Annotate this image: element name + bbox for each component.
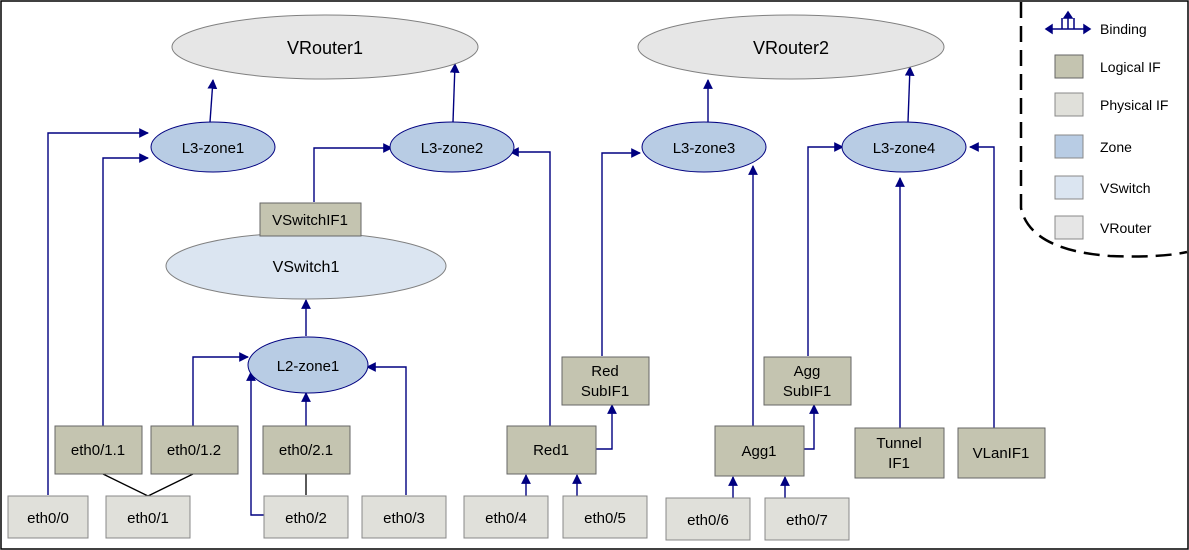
vlanif1-label: VLanIF1 xyxy=(973,445,1030,462)
vswitchif1: VSwitchIF1 xyxy=(259,202,362,237)
physical-if-eth0-5: eth0/5 xyxy=(562,495,648,539)
arrow-eth00-to-l3zone1 xyxy=(47,128,149,495)
eth0-1-2-label: eth0/1.2 xyxy=(167,442,221,459)
legend-zone: Zone xyxy=(1054,134,1132,159)
vswitchif1-label: VSwitchIF1 xyxy=(272,212,348,229)
vswitch1-label: VSwitch1 xyxy=(273,259,340,276)
tunnel-if1-label-line2: IF1 xyxy=(888,455,910,472)
arrow-l3zone2-to-vrouter1 xyxy=(449,63,460,123)
physical-if-eth0-2: eth0/2 xyxy=(263,495,349,539)
l3-zone4-label: L3-zone4 xyxy=(873,140,936,157)
logical-if-red1: Red1 xyxy=(506,425,597,475)
physical-if-eth0-7: eth0/7 xyxy=(764,497,850,541)
l3-zone1: L3-zone1 xyxy=(150,121,276,173)
arrow-vswitchif1-to-l3zone2 xyxy=(313,143,393,202)
logical-if-red-subif1: Red SubIF1 xyxy=(561,356,650,406)
arrow-redsubif1-to-l3zone3 xyxy=(601,148,641,356)
legend-logical-if: Logical IF xyxy=(1054,54,1161,79)
vswitch1: VSwitch1 xyxy=(165,232,447,300)
legend-zone-label: Zone xyxy=(1100,139,1132,155)
logical-if-agg1: Agg1 xyxy=(714,425,805,477)
logical-if-eth0-1-2: eth0/1.2 xyxy=(150,425,239,475)
logical-if-eth0-2-1: eth0/2.1 xyxy=(262,425,351,475)
physical-if-eth0-1: eth0/1 xyxy=(105,495,191,539)
agg-subif1-label-line1: Agg xyxy=(794,363,821,380)
eth0-0-label: eth0/0 xyxy=(27,510,69,527)
eth0-2-label: eth0/2 xyxy=(285,510,327,527)
l2-zone1: L2-zone1 xyxy=(247,336,369,394)
eth0-1-label: eth0/1 xyxy=(127,510,169,527)
legend-logical-if-label: Logical IF xyxy=(1100,59,1161,75)
agg1-label: Agg1 xyxy=(741,443,776,460)
arrow-l3zone1-to-vrouter1 xyxy=(207,79,218,123)
eth0-3-label: eth0/3 xyxy=(383,510,425,527)
l2-zone1-label: L2-zone1 xyxy=(277,358,340,375)
binding-icon xyxy=(1044,10,1092,35)
vrouter1-label: VRouter1 xyxy=(287,38,363,58)
legend-binding: Binding xyxy=(1044,10,1147,37)
l3-zone1-label: L3-zone1 xyxy=(182,140,245,157)
arrow-red1-to-l3zone2 xyxy=(509,147,551,426)
eth0-2-1-label: eth0/2.1 xyxy=(279,442,333,459)
eth0-1-1-label: eth0/1.1 xyxy=(71,442,125,459)
legend-vrouter-label: VRouter xyxy=(1100,220,1152,236)
physical-if-eth0-6: eth0/6 xyxy=(665,497,751,541)
red1-label: Red1 xyxy=(533,442,569,459)
arrow-eth02-to-l2zone1 xyxy=(246,371,264,516)
logical-if-agg-subif1: Agg SubIF1 xyxy=(763,356,852,406)
legend-vrouter: VRouter xyxy=(1054,215,1152,240)
legend-boundary xyxy=(1019,2,1188,258)
arrow-vlanif1-to-l3zone4 xyxy=(969,142,995,428)
legend-vswitch: VSwitch xyxy=(1054,175,1151,200)
vrouter1: VRouter1 xyxy=(171,14,479,80)
l3-zone4: L3-zone4 xyxy=(841,121,967,173)
logical-if-tunnel-if1: Tunnel IF1 xyxy=(854,427,945,479)
agg-subif1-label-line2: SubIF1 xyxy=(783,383,831,400)
legend-physical-if-label: Physical IF xyxy=(1100,97,1168,113)
arrow-l3zone4-to-vrouter2 xyxy=(904,66,915,123)
legend-binding-label: Binding xyxy=(1100,21,1147,37)
legend-vswitch-label: VSwitch xyxy=(1100,180,1151,196)
arrow-agg1-to-aggsubif1 xyxy=(804,404,819,450)
red-subif1-label-line2: SubIF1 xyxy=(581,383,629,400)
l3-zone2: L3-zone2 xyxy=(389,121,515,173)
legend-physical-if: Physical IF xyxy=(1054,92,1168,117)
arrow-eth011-to-l3zone1 xyxy=(102,153,149,426)
eth0-4-label: eth0/4 xyxy=(485,510,527,527)
arrow-eth03-to-l2zone1 xyxy=(366,362,407,495)
vrouter2: VRouter2 xyxy=(637,14,945,80)
line-eth011-eth01 xyxy=(102,473,149,497)
physical-if-eth0-4: eth0/4 xyxy=(463,495,549,539)
red-subif1-label-line1: Red xyxy=(591,363,619,380)
physical-if-eth0-0: eth0/0 xyxy=(7,495,89,539)
l3-zone3-label: L3-zone3 xyxy=(673,140,736,157)
arrow-aggsubif1-to-l3zone4 xyxy=(807,142,844,356)
line-eth012-eth01 xyxy=(147,473,194,497)
l3-zone3: L3-zone3 xyxy=(641,121,767,173)
member-lines xyxy=(102,473,307,497)
arrow-red1-to-redsubif1 xyxy=(596,404,617,450)
vrouter2-label: VRouter2 xyxy=(753,38,829,58)
eth0-7-label: eth0/7 xyxy=(786,512,828,529)
eth0-6-label: eth0/6 xyxy=(687,512,729,529)
logical-if-eth0-1-1: eth0/1.1 xyxy=(54,425,143,475)
eth0-5-label: eth0/5 xyxy=(584,510,626,527)
physical-if-eth0-3: eth0/3 xyxy=(361,495,447,539)
arrow-eth012-to-l2zone1 xyxy=(192,352,249,426)
tunnel-if1-label-line1: Tunnel xyxy=(876,435,921,452)
binding-arrows xyxy=(47,63,995,516)
l3-zone2-label: L3-zone2 xyxy=(421,140,484,157)
logical-if-vlanif1: VLanIF1 xyxy=(957,427,1046,479)
